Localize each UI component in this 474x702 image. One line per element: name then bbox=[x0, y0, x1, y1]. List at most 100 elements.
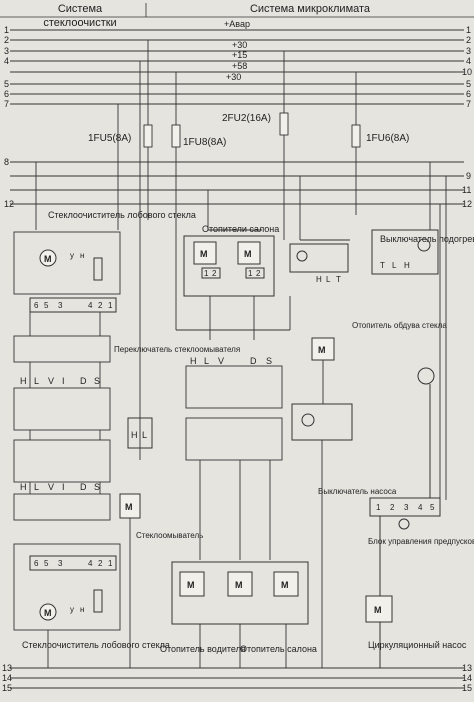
switch-letter: L bbox=[34, 376, 39, 386]
cabin-heaters-label: Отопители салона bbox=[202, 224, 279, 234]
ground-wires bbox=[47, 360, 324, 668]
line-number: 12 bbox=[462, 199, 472, 209]
washer-switch-label: Переключатель стеклоомывателя bbox=[114, 345, 240, 354]
svg-text:M: M bbox=[44, 254, 52, 264]
fuse-fu5-label: 1FU5(8A) bbox=[88, 133, 131, 144]
line-number: 8 bbox=[4, 157, 9, 167]
svg-text:M: M bbox=[44, 608, 52, 618]
cabin-heaters-frame bbox=[183, 235, 275, 297]
line-number: 14 bbox=[2, 673, 12, 683]
line-number: 4 bbox=[4, 56, 9, 66]
wiper-switch-block bbox=[13, 387, 111, 431]
line-number: 10 bbox=[462, 67, 472, 77]
svg-text:M: M bbox=[244, 249, 252, 259]
wiper-bottom-frame bbox=[13, 543, 121, 631]
line-number: 5 bbox=[4, 79, 9, 89]
preheater-switch-label: Выключатель подогревателя bbox=[380, 234, 474, 244]
preheater-unit-label: Блок управления предпусковым подогревате… bbox=[368, 537, 474, 546]
header-climate-system: Система микроклимата bbox=[249, 3, 371, 15]
line-number: 1 bbox=[466, 25, 471, 35]
pin: 5 bbox=[44, 559, 49, 568]
cabin-heater-motor-icon bbox=[227, 571, 253, 597]
switch-letter: H bbox=[131, 430, 138, 440]
pump-switch-label: Выключатель насоса bbox=[318, 487, 397, 496]
bus-label-58: +58 bbox=[232, 61, 247, 71]
line-number: 3 bbox=[4, 46, 9, 56]
svg-text:M: M bbox=[125, 502, 133, 512]
pin: 6 bbox=[34, 559, 39, 568]
line-number: 4 bbox=[466, 56, 471, 66]
pin: 1 bbox=[376, 503, 381, 512]
svg-text:M: M bbox=[187, 580, 195, 590]
line-number: 7 bbox=[466, 99, 471, 109]
driver-heater-motor-icon bbox=[179, 571, 205, 597]
pin: 4 bbox=[88, 301, 93, 310]
glass-blower-switch: H L T M Отопитель обдува стекла bbox=[289, 243, 447, 361]
switch-letter: I bbox=[62, 376, 65, 386]
switch-letter: T bbox=[380, 261, 385, 270]
pin: 3 bbox=[58, 559, 63, 568]
switch-letter: T bbox=[336, 275, 341, 284]
pin: 5 bbox=[44, 301, 49, 310]
cabin-heaters-top: Отопители салона M M 1 2 1 2 bbox=[183, 224, 279, 297]
fuse-fu8 bbox=[171, 124, 181, 148]
glass-blower-label: Отопитель обдува стекла bbox=[352, 321, 447, 330]
pump-motor-icon bbox=[365, 595, 393, 623]
pin: 2 bbox=[390, 503, 395, 512]
switch-letter: L bbox=[392, 261, 397, 270]
preheater-switch-body bbox=[371, 229, 439, 275]
pin: 3 bbox=[404, 503, 409, 512]
switch-letter: D bbox=[80, 482, 87, 492]
switch-letter: D bbox=[80, 376, 87, 386]
unit-lamp-icon bbox=[398, 518, 410, 530]
svg-text:M: M bbox=[318, 345, 326, 355]
pin: 2 bbox=[98, 559, 103, 568]
switch-letter: L bbox=[326, 275, 331, 284]
lamp-icon bbox=[301, 413, 315, 427]
wiper-top-frame bbox=[13, 231, 121, 295]
preheater-switch: Выключатель подогревателя T L H bbox=[371, 229, 474, 275]
driver-heater-label: Отопитель водителя bbox=[160, 644, 246, 654]
wiper-resistor bbox=[93, 257, 103, 281]
switch-letter: H bbox=[190, 356, 197, 366]
switch-letter: I bbox=[62, 482, 65, 492]
wiper-resistor bbox=[93, 589, 103, 613]
pin: 5 bbox=[430, 503, 435, 512]
wiper-switch-block bbox=[13, 439, 111, 483]
cabin-heater-motor-icon bbox=[273, 571, 299, 597]
switch-letter: D bbox=[250, 356, 257, 366]
fuse-fu8-label: 1FU8(8A) bbox=[183, 137, 226, 148]
wiper-label-y: у bbox=[70, 251, 74, 260]
heater-switch-stack bbox=[176, 296, 291, 560]
line-number: 14 bbox=[462, 673, 472, 683]
switch-letter: H bbox=[20, 376, 27, 386]
pin: 4 bbox=[88, 559, 93, 568]
line-number: 13 bbox=[2, 663, 12, 673]
wiper-bottom-connector bbox=[29, 555, 117, 571]
wiper-motor-icon bbox=[39, 249, 57, 267]
lamp-icon bbox=[296, 250, 308, 262]
heater-switch-block bbox=[185, 365, 283, 409]
washer-switch: H L Переключатель стеклоомывателя M Стек… bbox=[114, 345, 240, 540]
header-wiper-system: Система стеклоочистки bbox=[43, 3, 117, 29]
line-number: 6 bbox=[466, 89, 471, 99]
wiper-label-y: у bbox=[70, 605, 74, 614]
wiper-switch-block bbox=[13, 493, 111, 521]
unit-connector bbox=[369, 497, 441, 517]
pin: 1 bbox=[204, 269, 209, 278]
line-number: 2 bbox=[466, 35, 471, 45]
switch-letter: H bbox=[316, 275, 322, 284]
switch-letter: H bbox=[20, 482, 27, 492]
pin: 6 bbox=[34, 301, 39, 310]
fuse-fu6-label: 1FU6(8A) bbox=[366, 133, 409, 144]
line-number: 15 bbox=[462, 683, 472, 693]
pin: 1 bbox=[108, 559, 113, 568]
fuse-fu2 bbox=[279, 112, 289, 136]
washer-label: Стеклоомыватель bbox=[136, 531, 203, 540]
svg-text:M: M bbox=[235, 580, 243, 590]
wiper-label-n: н bbox=[80, 251, 84, 260]
switch-letter: S bbox=[94, 482, 100, 492]
wiper-switch-block bbox=[13, 335, 111, 363]
wiper-front-bottom: 6 5 3 4 2 1 M у н Стеклоочиститель лобов… bbox=[13, 543, 170, 650]
switch-letter: L bbox=[204, 356, 209, 366]
